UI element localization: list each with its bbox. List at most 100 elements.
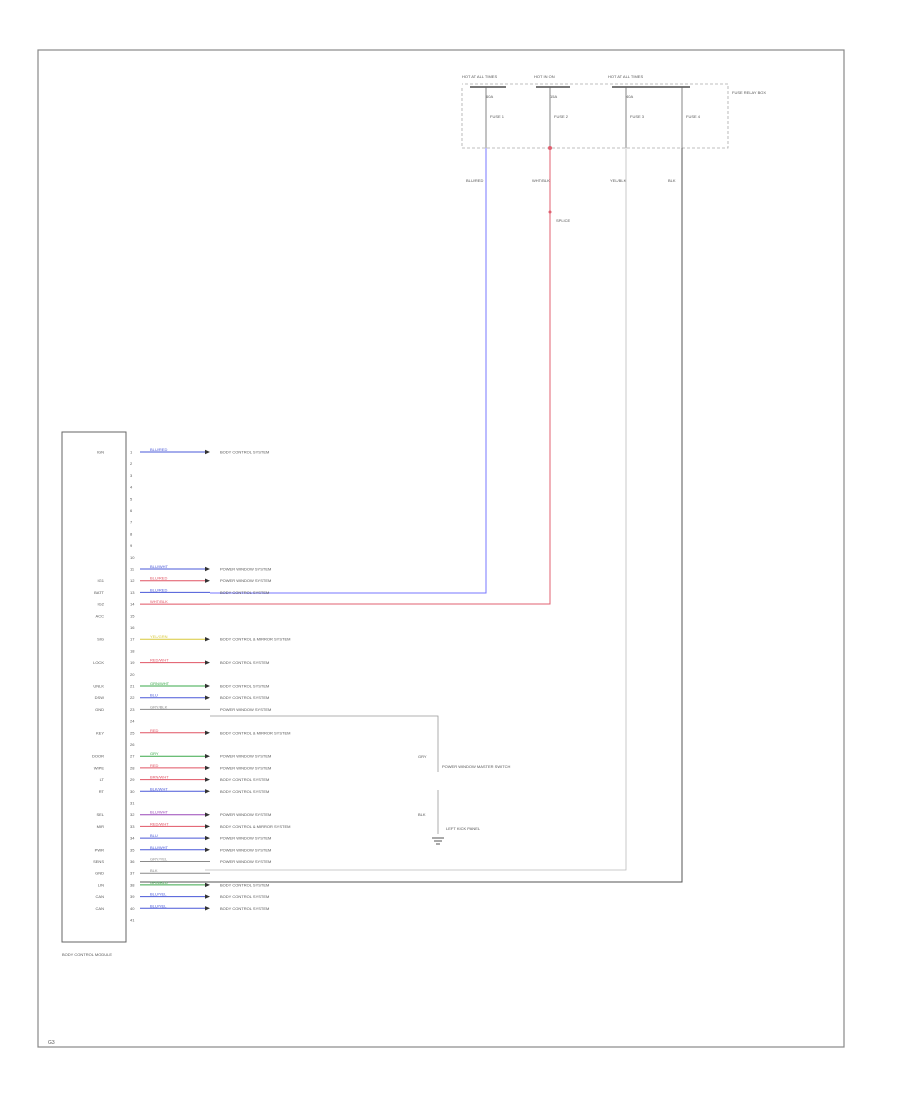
pin-number: 16 [130, 625, 135, 630]
switch-side-label: BLK [418, 812, 426, 817]
wire-red-feed [210, 148, 551, 605]
pin-row: 31 [130, 801, 135, 806]
pin-destination: POWER WINDOW SYSTEM [220, 754, 271, 759]
pin-number: 15 [130, 613, 135, 618]
pin-number: 17 [130, 637, 135, 642]
pin-side-label: LT [100, 777, 105, 782]
pin-side-label: UNLK [93, 684, 104, 689]
svg-text:15A: 15A [550, 94, 557, 99]
pin-wire-color-label: GRY/BLK [150, 704, 168, 709]
pin-number: 1 [130, 450, 133, 455]
pin-number: 7 [130, 520, 133, 525]
pin-destination: POWER WINDOW SYSTEM [220, 812, 271, 817]
splice-label: SPLICE [556, 218, 571, 223]
pin-number: 22 [130, 695, 135, 700]
pin-wire-color-label: GRY [150, 751, 159, 756]
pin-side-label: LIN [98, 882, 104, 887]
pin-destination: BODY CONTROL SYSTEM [220, 450, 269, 455]
arrow-icon [205, 894, 210, 899]
pin-side-label: CAN [96, 894, 105, 899]
pin-wire-color-label: GRN/BLU [150, 880, 168, 885]
pin-row: 10 [130, 555, 135, 560]
pin-destination: POWER WINDOW SYSTEM [220, 847, 271, 852]
pin-side-label: SENS [93, 859, 104, 864]
pin-wire-color-label: WHT/BLK [150, 599, 168, 604]
pin-number: 13 [130, 590, 135, 595]
pin-number: 21 [130, 684, 135, 689]
pin-number: 11 [130, 567, 135, 572]
pin-number: 28 [130, 765, 135, 770]
pin-side-label: PWR [95, 847, 104, 852]
svg-text:40A: 40A [626, 94, 633, 99]
pin-row: 3 [130, 473, 133, 478]
arrow-icon [205, 777, 210, 782]
pin-number: 5 [130, 496, 133, 501]
supply-label-3: HOT AT ALL TIMES [608, 74, 643, 79]
pin-wire-color-label: BLU [150, 693, 158, 698]
pin-wire-color-label: RED/WHT [150, 658, 169, 663]
pin-row: 8 [130, 531, 133, 536]
pin-number: 8 [130, 531, 133, 536]
pin-side-label: IGN [97, 450, 104, 455]
fuse-label-2: FUSE 2 [554, 114, 569, 119]
arrow-icon [205, 637, 210, 642]
pin-destination: POWER WINDOW SYSTEM [220, 836, 271, 841]
switch-mid-label: GRY [418, 754, 427, 759]
pin-row: 5 [130, 496, 133, 501]
diagram-frame [37, 49, 845, 1048]
arrow-icon [205, 695, 210, 700]
pin-destination: BODY CONTROL SYSTEM [220, 882, 269, 887]
pin-number: 25 [130, 730, 135, 735]
pin-row: 24 [130, 719, 135, 724]
pin-number: 34 [130, 836, 135, 841]
pin-wire-color-label: BLU/YEL [150, 903, 167, 908]
arrow-icon [205, 847, 210, 852]
pin-side-label: CAN [96, 906, 105, 911]
pin-destination: BODY CONTROL SYSTEM [220, 906, 269, 911]
pin-side-label: IG1 [98, 578, 105, 583]
pin-number: 20 [130, 672, 135, 677]
pin-destination: BODY CONTROL SYSTEM [220, 660, 269, 665]
arrow-icon [205, 449, 210, 455]
pin-row: 6 [130, 508, 133, 513]
pin-side-label: GND [95, 871, 104, 876]
fuse-label-4: FUSE 4 [686, 114, 701, 119]
pin-side-label: SIG [97, 637, 104, 642]
arrow-icon [205, 765, 210, 771]
pin-destination: BODY CONTROL & MIRROR SYSTEM [220, 730, 290, 735]
pin-number: 18 [130, 648, 135, 653]
arrow-icon [205, 754, 210, 759]
pin-destination: POWER WINDOW SYSTEM [220, 707, 271, 712]
pin-number: 39 [130, 894, 135, 899]
pin-wire-color-label: BRN/WHT [150, 775, 169, 780]
pin-number: 14 [130, 602, 135, 607]
pin-row: 4 [130, 485, 133, 490]
pin-wire-color-label: BLU/YEL [150, 892, 167, 897]
wire-gray-feed [205, 148, 627, 871]
arrow-icon [205, 906, 210, 911]
pin-side-label: BATT [94, 590, 104, 595]
pin-wire-color-label: BLU/RED [150, 587, 167, 592]
pin-number: 29 [130, 777, 135, 782]
pin-number: 33 [130, 824, 135, 829]
pin-number: 9 [130, 543, 133, 548]
arrow-icon [205, 683, 210, 689]
pin-row: 7 [130, 520, 133, 525]
pin-wire-color-label: YEL/GRN [150, 634, 168, 639]
wire-dark-feed [140, 148, 683, 883]
pin-wire-color-label: GRY/YEL [150, 857, 168, 862]
ground-label: LEFT KICK PANEL [446, 826, 481, 831]
arrow-icon [205, 566, 210, 572]
pin-destination: POWER WINDOW SYSTEM [220, 578, 271, 583]
